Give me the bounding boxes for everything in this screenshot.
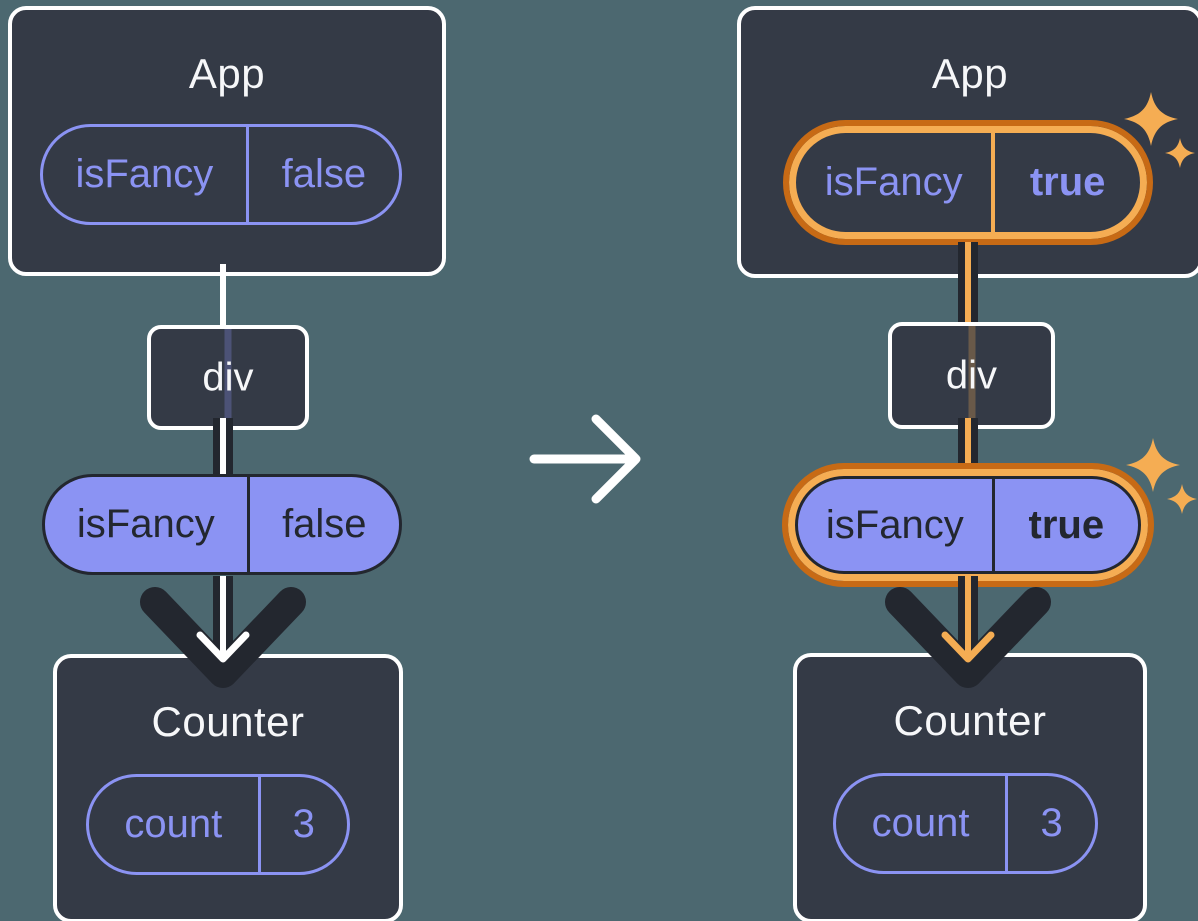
prop-value: false (282, 502, 367, 546)
pass-through-stripe (224, 329, 232, 426)
prop-name: isFancy (76, 502, 215, 546)
prop-pill: isFancy false (40, 124, 402, 225)
pill-divider (246, 477, 250, 572)
right-arrow-icon (529, 414, 641, 504)
passed-prop-pill: isFancy false (42, 474, 402, 575)
prop-value: true (1029, 160, 1106, 204)
connector-core (220, 418, 226, 482)
prop-pill-highlighted: isFancy true (783, 120, 1153, 245)
state-name: count (871, 801, 970, 845)
prop-name: isFancy (824, 160, 963, 204)
pill-divider (991, 479, 995, 571)
pill-divider (245, 127, 249, 222)
state-value: 3 (1040, 801, 1063, 845)
connector-core (965, 242, 971, 324)
state-pill: count 3 (86, 774, 350, 875)
connector-core (965, 418, 971, 482)
component-title: Counter (893, 697, 1047, 744)
app-component-card: App isFancy true (737, 6, 1198, 278)
div-label: div (945, 353, 998, 397)
state-pill: count 3 (833, 773, 1098, 874)
down-arrow-icon (885, 576, 1051, 688)
div-node-card: div (888, 322, 1055, 429)
pill-divider (991, 133, 996, 232)
pill-divider (257, 777, 261, 872)
counter-component-card: Counter count 3 (793, 653, 1147, 921)
down-arrow-icon (140, 576, 306, 688)
component-title: App (931, 50, 1009, 97)
state-value: 3 (292, 802, 315, 846)
connector-app-div (220, 264, 226, 330)
prop-name: isFancy (825, 502, 964, 547)
sparkles-icon (1126, 438, 1197, 514)
sparkles-icon (1124, 92, 1195, 168)
component-title: App (188, 50, 266, 97)
component-title: Counter (151, 698, 305, 745)
connector-app-div (958, 242, 978, 324)
prop-name: isFancy (75, 152, 214, 196)
state-name: count (124, 802, 223, 846)
connector-div-prop (213, 418, 233, 482)
passed-prop-pill-highlighted: isFancy true (782, 463, 1154, 587)
app-component-card: App isFancy false (8, 6, 446, 276)
pass-through-stripe (968, 326, 975, 425)
pill-divider (1005, 776, 1009, 871)
prop-value: false (281, 152, 367, 196)
prop-value: true (1028, 502, 1105, 547)
div-label: div (202, 355, 254, 399)
div-node-card: div (147, 325, 309, 430)
